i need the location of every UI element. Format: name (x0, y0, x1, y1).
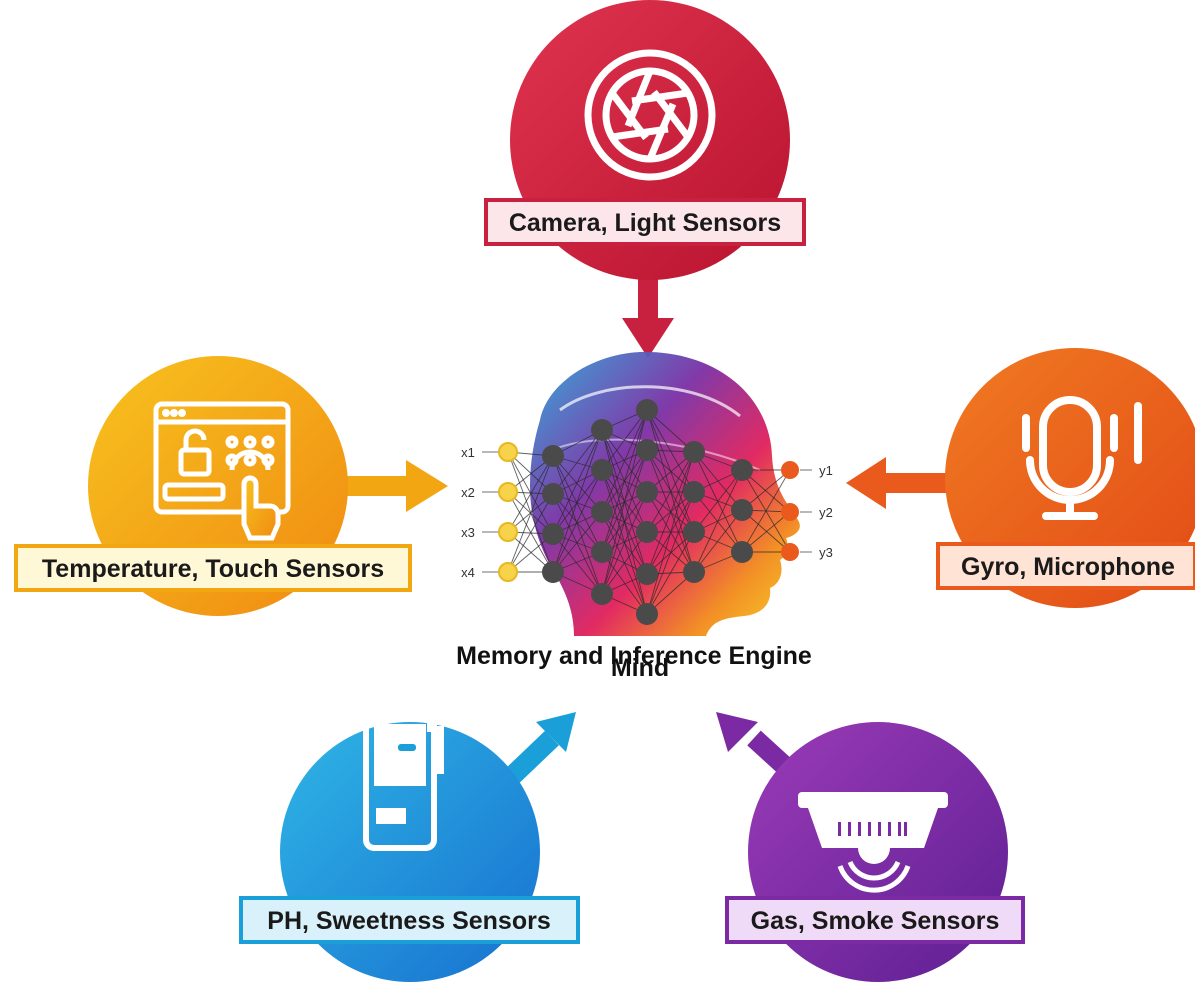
arrow-temperature-to-mind (330, 460, 448, 512)
temperature-node: Temperature, Touch Sensors (14, 356, 412, 616)
network-edge (601, 491, 648, 595)
ph-label: PH, Sweetness Sensors (267, 907, 550, 935)
mind-head (530, 351, 800, 636)
hidden-node (542, 483, 564, 505)
hidden-node (636, 481, 658, 503)
gyro-label: Gyro, Microphone (961, 553, 1175, 581)
network-edge (601, 409, 648, 595)
hidden-node (542, 523, 564, 545)
keypad-touch-icon (153, 401, 291, 541)
network-edge (693, 469, 743, 573)
network-edge (552, 429, 603, 495)
input-label: x2 (461, 485, 475, 500)
smoke-detector-icon (798, 792, 948, 893)
network-edge (693, 469, 743, 533)
network-edge (507, 455, 554, 533)
gas-label: Gas, Smoke Sensors (751, 907, 1000, 935)
hidden-node (542, 445, 564, 467)
hidden-node (542, 561, 564, 583)
network-edge (646, 531, 695, 615)
ph-node: PH, Sweetness Sensors (239, 651, 580, 982)
hidden-node (591, 459, 613, 481)
arrow-gyro-to-mind (846, 457, 952, 509)
hidden-node (683, 441, 705, 463)
mind-title: Memory and Inference Engine (456, 642, 812, 670)
network-edge (601, 409, 648, 513)
temperature-label: Temperature, Touch Sensors (42, 555, 384, 583)
hidden-node (683, 561, 705, 583)
network-edge (601, 531, 648, 595)
output-label: y3 (819, 545, 833, 560)
camera-aperture-icon (584, 49, 716, 181)
hidden-node (731, 499, 753, 521)
network-edge (552, 429, 603, 535)
network-edge (693, 451, 743, 553)
output-label: y2 (819, 505, 833, 520)
network-edge (693, 509, 743, 573)
hidden-node (591, 541, 613, 563)
hidden-node (591, 419, 613, 441)
network-edge (601, 409, 648, 471)
output-label: y1 (819, 463, 833, 478)
hidden-node (636, 439, 658, 461)
camera-label-box (484, 198, 806, 246)
network-edge (552, 493, 603, 595)
input-node (498, 522, 518, 542)
input-label: x3 (461, 525, 475, 540)
network-edge (601, 449, 648, 595)
gas-node: Gas, Smoke Sensors (725, 722, 1025, 982)
output-node (781, 543, 799, 561)
gyro-node: Gyro, Microphone (936, 348, 1195, 608)
hidden-node (636, 399, 658, 421)
camera-label: Camera, Light Sensors (509, 209, 781, 237)
gyro-label-box (936, 542, 1195, 590)
hidden-node (636, 603, 658, 625)
input-node (498, 482, 518, 502)
hidden-node (591, 583, 613, 605)
hidden-node (731, 459, 753, 481)
input-label: x1 (461, 445, 475, 460)
hidden-node (591, 501, 613, 523)
network-edge (552, 469, 603, 573)
hidden-node (683, 521, 705, 543)
network-edge (646, 491, 695, 615)
network-edge (552, 455, 603, 553)
ph-meter-icon (363, 651, 444, 851)
network-edge (646, 451, 695, 615)
gas-label-box (725, 896, 1025, 944)
network-edge (552, 455, 603, 513)
network-edge (507, 491, 554, 573)
output-node (781, 503, 799, 521)
hidden-node (636, 563, 658, 585)
network-edge (646, 451, 695, 575)
network-edge (507, 455, 554, 573)
network-edge (552, 429, 603, 573)
hidden-node (636, 521, 658, 543)
arrow-ph-to-mind (501, 712, 576, 788)
camera-node: Camera, Light Sensors (484, 0, 806, 280)
neural-network: x1 x2 x3 x4 y1 y2 y3 (461, 399, 833, 625)
input-node (498, 562, 518, 582)
network-edge (646, 449, 695, 573)
network-edge (552, 533, 603, 595)
input-node (498, 442, 518, 462)
temperature-label-box (14, 544, 412, 592)
network-edge (741, 469, 791, 553)
input-label: x4 (461, 565, 475, 580)
ph-label-box (239, 896, 580, 944)
mind-subtitle: Mind (611, 654, 669, 682)
network-edge (507, 451, 554, 573)
hidden-node (731, 541, 753, 563)
network-edge (552, 511, 603, 573)
hidden-node (683, 481, 705, 503)
network-edge (601, 409, 648, 553)
network-edge (507, 493, 554, 573)
network-edge (646, 451, 695, 533)
network-edge (646, 449, 695, 533)
network-edge (552, 455, 603, 595)
microphone-icon (1022, 396, 1142, 520)
output-node (781, 461, 799, 479)
